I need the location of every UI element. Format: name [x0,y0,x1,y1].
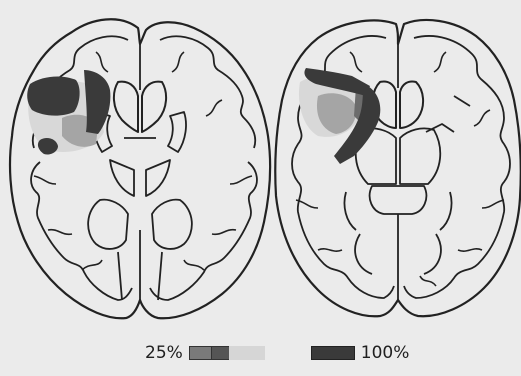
left-basal-structures [94,112,186,196]
legend-full-swatch [311,345,355,361]
brain-slices-svg [0,0,521,340]
left-lesion-100-main [27,77,79,116]
left-brain-slice [10,19,270,318]
legend: 25% 100% [145,340,409,366]
legend-gradient-bar [189,345,265,361]
legend-low-label: 25% [145,343,183,363]
legend-swatch-100 [311,347,354,360]
legend-swatch-25 [189,347,211,360]
right-lateral-ventricles [373,81,423,128]
left-lesion-100-insula [84,70,110,134]
right-brain-slice [275,20,521,316]
legend-swatch-75 [229,347,264,360]
right-lesion-overlap [299,68,380,164]
left-gyral-inner-line [31,36,257,300]
legend-high-label: 100% [361,343,410,363]
legend-swatch-50 [211,347,229,360]
left-lesion-overlap [27,70,110,155]
